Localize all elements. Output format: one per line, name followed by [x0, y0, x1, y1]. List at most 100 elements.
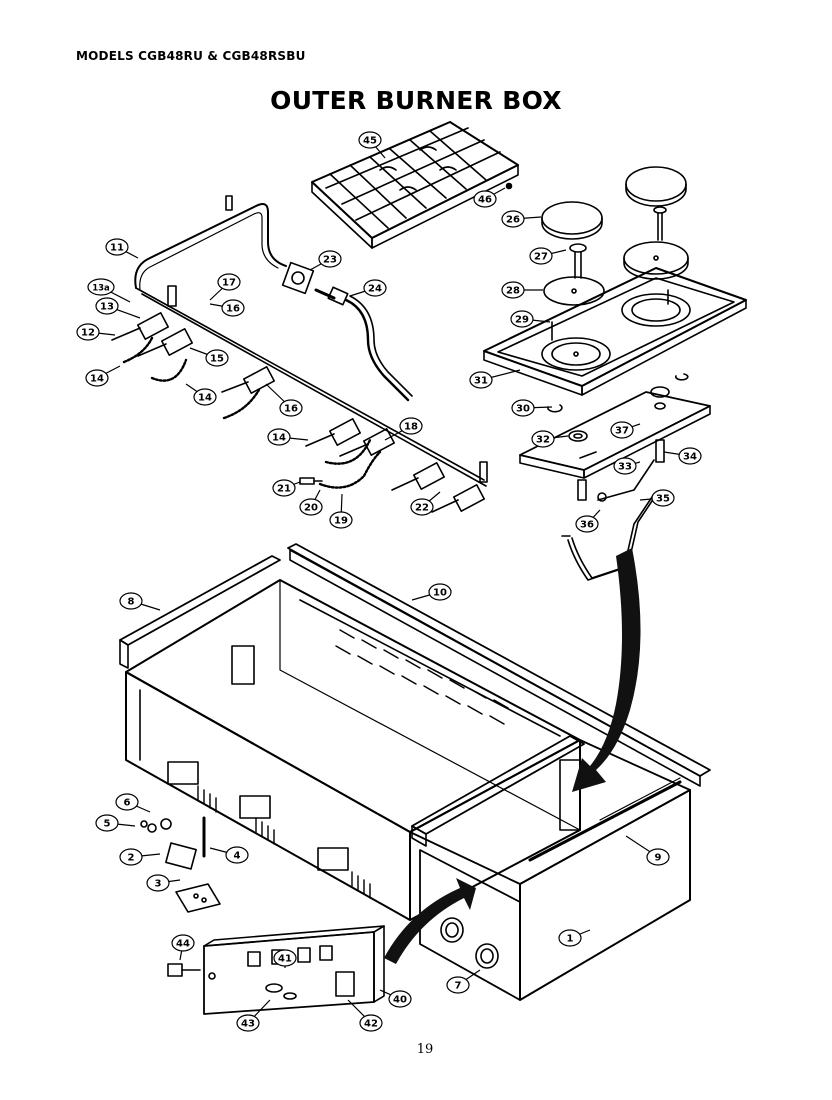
callout-number: 28 [506, 286, 520, 297]
callout-bubble [558, 929, 582, 947]
callout-bubble [610, 421, 634, 439]
burner-grate [311, 121, 519, 249]
callout-number: 11 [110, 243, 124, 254]
callout-number: 17 [222, 278, 236, 289]
callout-bubble [267, 428, 291, 446]
callout-bubble [115, 793, 139, 811]
callout-bubble [575, 515, 599, 533]
callout-number: 42 [364, 1019, 378, 1030]
callout-number: 14 [272, 433, 286, 444]
callout-bubble [473, 190, 497, 208]
callout-bubble [299, 498, 323, 516]
callout-number: 6 [124, 798, 131, 809]
callout-bubble [87, 278, 115, 296]
callout-number: 2 [128, 853, 135, 864]
callout-number: 10 [433, 588, 447, 599]
callout-number: 5 [104, 819, 111, 830]
callout-bubble [501, 210, 525, 228]
callout-bubble [511, 399, 535, 417]
callout-bubble [236, 1014, 260, 1032]
callout-bubble [272, 479, 296, 497]
callout-bubble [646, 848, 670, 866]
callout-bubble [205, 349, 229, 367]
callout-number: 16 [284, 404, 298, 415]
callout-bubble [359, 1014, 383, 1032]
callout-bubble [105, 238, 129, 256]
callout-number: 21 [277, 484, 291, 495]
callout-number: 36 [580, 520, 594, 531]
callout-bubble [388, 990, 412, 1008]
callout-bubble [613, 457, 637, 475]
callout-number: 31 [474, 376, 488, 387]
callout-number: 29 [515, 315, 529, 326]
callout-bubble [217, 273, 241, 291]
callout-bubble [273, 949, 297, 967]
callout-number: 15 [210, 354, 224, 365]
callout-bubble [428, 583, 452, 601]
gas-manifold [134, 195, 488, 487]
callout-bubble [221, 299, 245, 317]
callout-number: 19 [334, 516, 348, 527]
callout-bubble [225, 846, 249, 864]
page-number: 19 [416, 1042, 434, 1057]
callout-bubble [95, 814, 119, 832]
assembly-arrows [384, 548, 641, 964]
callout-number: 37 [615, 426, 629, 437]
callout-number: 26 [506, 215, 520, 226]
models-heading: MODELS CGB48RU & CGB48RSBU [76, 49, 306, 63]
callout-bubble [193, 388, 217, 406]
callout-bubble [531, 430, 555, 448]
callout-number: 13a [92, 284, 110, 294]
callout-bubble [119, 848, 143, 866]
callout-number: 33 [618, 462, 632, 473]
callout-bubble [446, 976, 470, 994]
callout-bubble [279, 399, 303, 417]
callout-bubble [146, 874, 170, 892]
callout-number: 35 [656, 494, 670, 505]
callout-number: 20 [304, 503, 318, 514]
page-title: OUTER BURNER BOX [270, 86, 562, 115]
callout-number: 30 [516, 404, 530, 415]
callout-bubble [85, 369, 109, 387]
callout-bubble [399, 417, 423, 435]
gas-valves [111, 312, 486, 513]
callout-number: 13 [100, 302, 114, 313]
callout-bubble [678, 447, 702, 465]
callout-number: 40 [393, 995, 407, 1006]
burner-box [125, 579, 581, 921]
callout-bubble [510, 310, 534, 328]
callout-number: 18 [404, 422, 418, 433]
callout-bubble [469, 371, 493, 389]
callout-number: 3 [155, 879, 162, 890]
callout-number: 46 [478, 195, 492, 206]
callout-number: 4 [234, 851, 241, 862]
callout-bubble [363, 279, 387, 297]
callout-bubble [501, 281, 525, 299]
callout-number: 45 [363, 136, 377, 147]
callout-number: 9 [655, 853, 662, 864]
callout-number: 32 [536, 435, 550, 446]
callout-number: 43 [241, 1019, 255, 1030]
callout-number: 1 [567, 934, 574, 945]
callout-bubble [119, 592, 143, 610]
callout-bubble [651, 489, 675, 507]
control-box [203, 925, 385, 1015]
callout-bubble [358, 131, 382, 149]
callout-bubble [95, 297, 119, 315]
callout-number: 27 [534, 252, 548, 263]
callout-number: 12 [81, 328, 95, 339]
callout-bubble [171, 934, 195, 952]
callout-bubble [318, 250, 342, 268]
callout-number: 7 [455, 981, 462, 992]
callout-number: 23 [323, 255, 337, 266]
callout-bubble [529, 247, 553, 265]
burner-pan [483, 267, 747, 396]
callout-bubble [76, 323, 100, 341]
callout-bubble [410, 498, 434, 516]
callout-number: 34 [683, 452, 697, 463]
callout-number: 22 [415, 503, 429, 514]
callout-number: 44 [176, 939, 190, 950]
callout-number: 16 [226, 304, 240, 315]
callout-number: 14 [90, 374, 104, 385]
